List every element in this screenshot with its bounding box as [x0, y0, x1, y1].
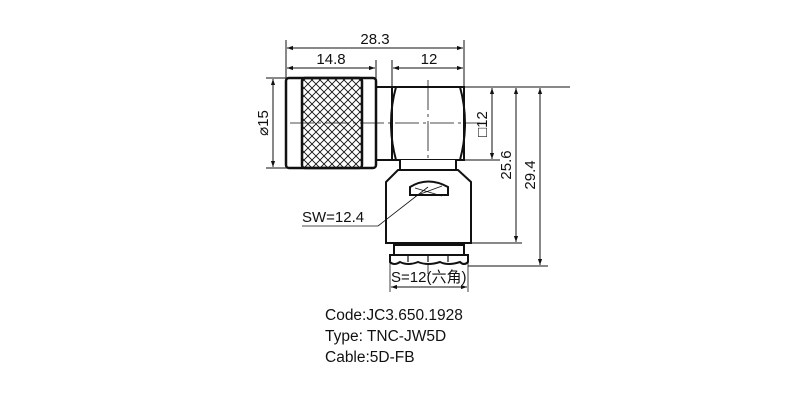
dim-wrench-flat: SW=12.4: [302, 186, 429, 227]
clamp-body: [385, 169, 472, 244]
svg-text:25.6: 25.6: [498, 150, 515, 179]
dim-hex-size: S=12(六角): [389, 262, 469, 292]
svg-text:□12: □12: [474, 111, 491, 137]
svg-text:28.3: 28.3: [360, 31, 389, 48]
dim-height-overall: 29.4: [468, 88, 548, 267]
dim-square-body: □12: [464, 86, 570, 161]
svg-text:14.8: 14.8: [316, 51, 345, 68]
svg-text:SW=12.4: SW=12.4: [302, 209, 364, 226]
extension-lines: [285, 40, 465, 87]
svg-text:⌀15: ⌀15: [255, 110, 272, 136]
svg-text:12: 12: [421, 51, 438, 68]
spec-type: Type: TNC-JW5D: [325, 328, 447, 345]
spec-code: Code:JC3.650.1928: [325, 307, 463, 324]
spec-block: Code:JC3.650.1928 Type: TNC-JW5D Cable:5…: [325, 305, 463, 368]
hex-section: [389, 244, 469, 265]
dim-body-width: 12: [393, 51, 463, 71]
svg-text:29.4: 29.4: [522, 160, 539, 189]
dim-nut-length: 14.8: [287, 51, 375, 71]
svg-text:S=12(六角): S=12(六角): [391, 269, 466, 286]
dim-height-inner: 25.6: [471, 88, 522, 244]
dim-overall-length: 28.3: [287, 31, 463, 51]
spec-cable: Cable:5D-FB: [325, 349, 415, 366]
